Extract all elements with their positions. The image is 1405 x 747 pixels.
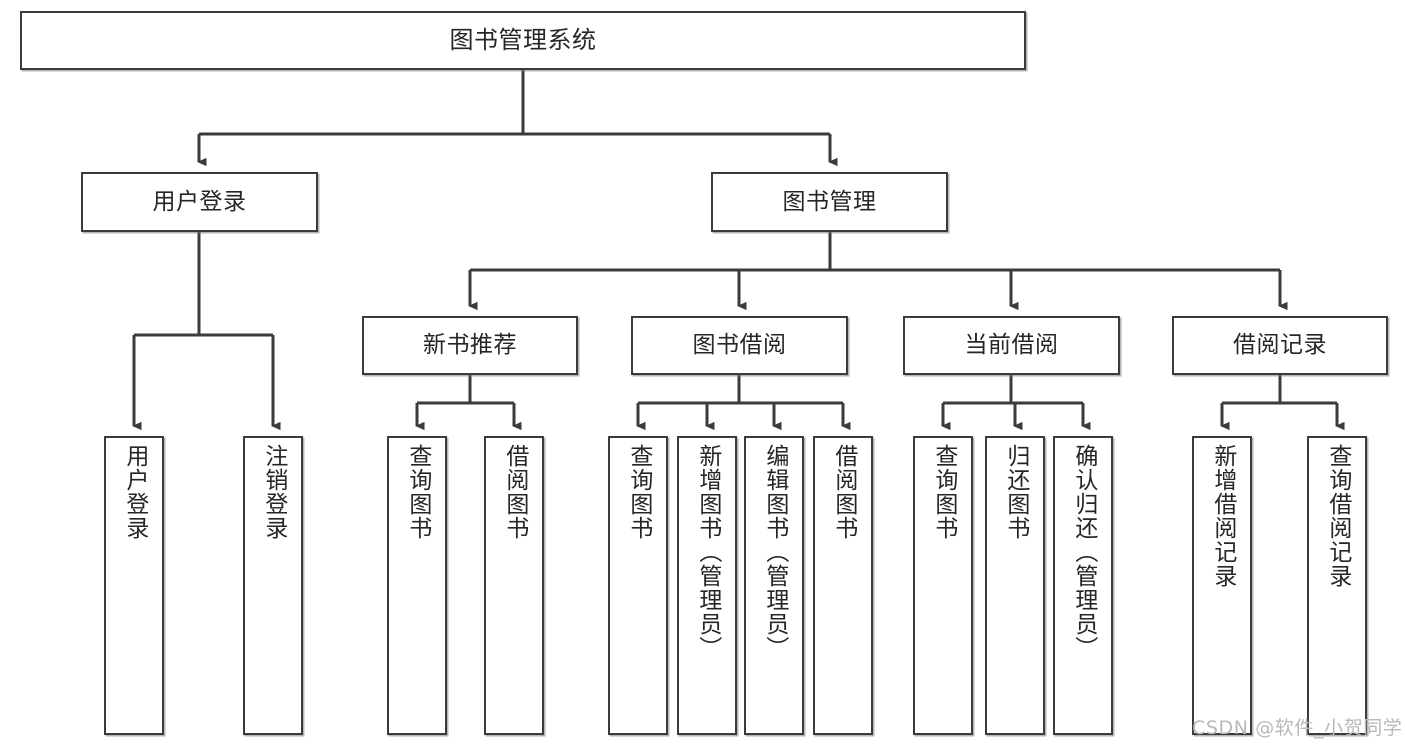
node-root-label: 图书管理系统 [449, 25, 597, 54]
node-leaf-user-logout-label: 注销登录 [260, 444, 287, 540]
node-leaf-user-login[interactable]: 用户登录 [104, 436, 164, 735]
node-leaf-borrow-query-book[interactable]: 查询图书 [608, 436, 668, 735]
node-user-login-label: 用户登录 [152, 188, 247, 215]
node-leaf-rec-query-book[interactable]: 查询图书 [387, 436, 447, 735]
node-leaf-current-query-book[interactable]: 查询图书 [913, 436, 973, 735]
node-leaf-borrow-edit-book-label: 编辑图书（管理员） [761, 444, 788, 660]
node-leaf-borrow-lend-book-label: 借阅图书 [830, 444, 857, 540]
node-leaf-borrow-edit-book[interactable]: 编辑图书（管理员） [744, 436, 804, 735]
node-leaf-rec-borrow-book-label: 借阅图书 [501, 444, 528, 540]
node-book-borrow[interactable]: 图书借阅 [631, 316, 848, 375]
node-leaf-record-query[interactable]: 查询借阅记录 [1307, 436, 1367, 735]
node-leaf-user-logout[interactable]: 注销登录 [243, 436, 303, 735]
node-leaf-rec-borrow-book[interactable]: 借阅图书 [484, 436, 544, 735]
node-leaf-record-add-label: 新增借阅记录 [1209, 444, 1236, 588]
node-user-login[interactable]: 用户登录 [81, 172, 318, 232]
node-leaf-rec-query-book-label: 查询图书 [404, 444, 431, 540]
node-book-manage[interactable]: 图书管理 [711, 172, 948, 232]
node-leaf-borrow-add-book-label: 新增图书（管理员） [694, 444, 721, 660]
node-leaf-record-query-label: 查询借阅记录 [1324, 444, 1351, 588]
node-leaf-current-return-book-label: 归还图书 [1002, 444, 1029, 540]
node-new-book-recommend[interactable]: 新书推荐 [362, 316, 578, 375]
node-book-borrow-label: 图书借阅 [692, 332, 787, 359]
node-new-book-recommend-label: 新书推荐 [423, 332, 517, 359]
node-borrow-record-label: 借阅记录 [1233, 332, 1327, 359]
node-leaf-user-login-label: 用户登录 [121, 444, 148, 540]
node-leaf-current-return-book[interactable]: 归还图书 [985, 436, 1045, 735]
node-leaf-current-query-book-label: 查询图书 [930, 444, 957, 540]
watermark-text: CSDN @软件_小贺同学 [1192, 717, 1403, 739]
node-leaf-current-confirm-return-label: 确认归还（管理员） [1070, 444, 1097, 660]
node-borrow-record[interactable]: 借阅记录 [1172, 316, 1388, 375]
node-current-borrow-label: 当前借阅 [964, 332, 1059, 359]
node-leaf-record-add[interactable]: 新增借阅记录 [1192, 436, 1252, 735]
node-root[interactable]: 图书管理系统 [20, 11, 1026, 70]
node-book-manage-label: 图书管理 [782, 188, 877, 215]
node-leaf-borrow-lend-book[interactable]: 借阅图书 [813, 436, 873, 735]
node-leaf-borrow-add-book[interactable]: 新增图书（管理员） [677, 436, 737, 735]
node-current-borrow[interactable]: 当前借阅 [903, 316, 1120, 375]
node-leaf-borrow-query-book-label: 查询图书 [625, 444, 652, 540]
node-leaf-current-confirm-return[interactable]: 确认归还（管理员） [1053, 436, 1113, 735]
